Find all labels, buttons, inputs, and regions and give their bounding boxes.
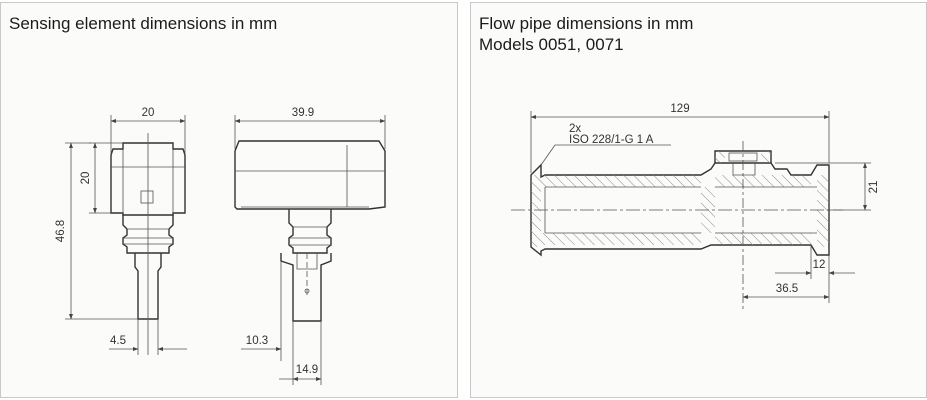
dim-side-offset: 10.3	[246, 335, 268, 347]
dim-small-offset: 12	[813, 259, 826, 271]
dim-side-bottom-width: 14.9	[296, 364, 318, 376]
sensing-element-title: Sensing element dimensions in mm	[9, 14, 278, 33]
flow-pipe-drawing: 129 2x ISO 228/1-G 1 A 21 12 36.5	[511, 103, 880, 309]
dim-height: 21	[868, 181, 880, 194]
dim-total-length: 129	[670, 103, 689, 115]
dim-front-stem-width: 4.5	[110, 335, 126, 347]
pipe-section	[511, 141, 843, 309]
flow-pipe-title: Flow pipe dimensions in mm Models 0051, …	[479, 13, 693, 55]
side-view	[234, 115, 386, 385]
dim-front-width: 20	[142, 107, 155, 119]
dim-front-total-height: 46.8	[55, 220, 67, 242]
dim-center-offset: 36.5	[776, 283, 798, 295]
sensing-element-panel: Sensing element dimensions in mm	[0, 2, 458, 398]
dim-front-head-height: 20	[80, 172, 92, 185]
flow-pipe-title-line2: Models 0051, 0071	[479, 35, 624, 54]
front-view	[65, 115, 187, 355]
flow-pipe-title-line1: Flow pipe dimensions in mm	[479, 14, 694, 33]
thread-count-label: 2x	[569, 123, 581, 135]
dim-side-width: 39.9	[292, 107, 314, 119]
thread-spec-label: ISO 228/1-G 1 A	[569, 134, 654, 146]
sensing-element-drawing: 20 20 46.8 4.5	[55, 107, 386, 385]
flow-pipe-panel: Flow pipe dimensions in mm Models 0051, …	[470, 2, 927, 398]
